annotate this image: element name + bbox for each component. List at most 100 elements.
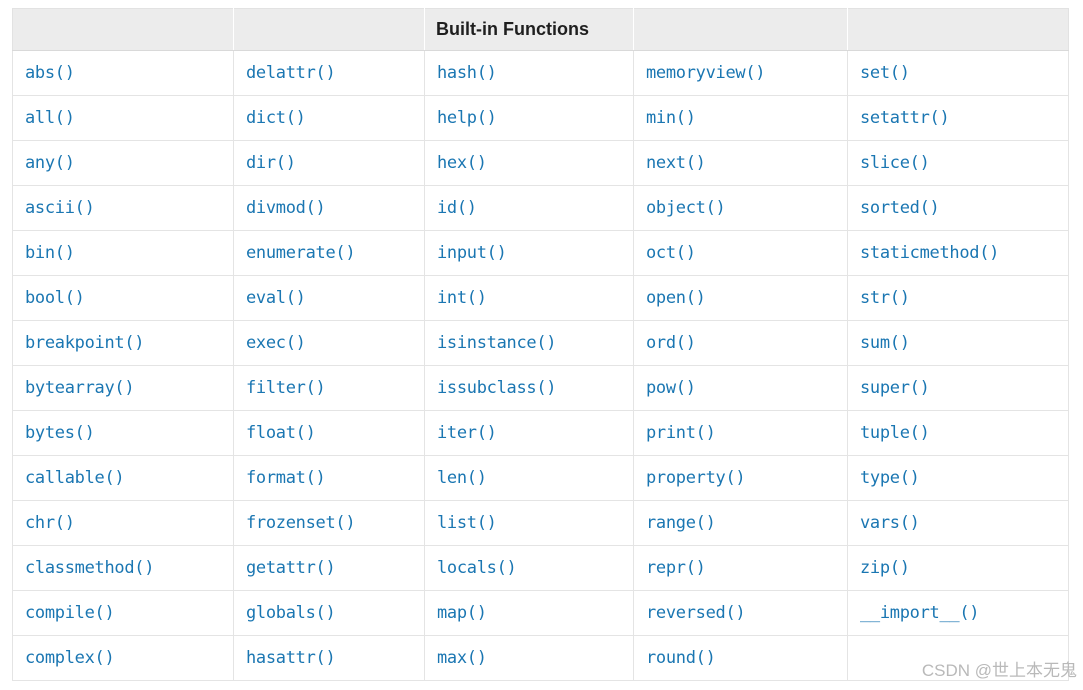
- function-link[interactable]: float(): [246, 423, 316, 443]
- table-cell: ord(): [633, 320, 848, 366]
- function-link[interactable]: set(): [860, 63, 910, 83]
- function-link[interactable]: repr(): [646, 558, 706, 578]
- function-link[interactable]: getattr(): [246, 558, 336, 578]
- table-cell: float(): [233, 410, 425, 456]
- function-link[interactable]: iter(): [437, 423, 497, 443]
- function-link[interactable]: bin(): [25, 243, 75, 263]
- function-link[interactable]: next(): [646, 153, 706, 173]
- function-link[interactable]: callable(): [25, 468, 125, 488]
- function-link[interactable]: enumerate(): [246, 243, 356, 263]
- function-link[interactable]: object(): [646, 198, 726, 218]
- table-cell: hex(): [424, 140, 634, 186]
- function-link[interactable]: complex(): [25, 648, 115, 668]
- function-link[interactable]: type(): [860, 468, 920, 488]
- function-link[interactable]: all(): [25, 108, 75, 128]
- function-link[interactable]: bytes(): [25, 423, 95, 443]
- function-link[interactable]: slice(): [860, 153, 930, 173]
- function-link[interactable]: int(): [437, 288, 487, 308]
- function-link[interactable]: print(): [646, 423, 716, 443]
- function-link[interactable]: tuple(): [860, 423, 930, 443]
- function-link[interactable]: setattr(): [860, 108, 950, 128]
- function-link[interactable]: vars(): [860, 513, 920, 533]
- table-cell: enumerate(): [233, 230, 425, 276]
- table-cell: max(): [424, 635, 634, 681]
- function-link[interactable]: hasattr(): [246, 648, 336, 668]
- function-link[interactable]: classmethod(): [25, 558, 155, 578]
- table-cell: sum(): [847, 320, 1069, 366]
- table-cell: dict(): [233, 95, 425, 141]
- table-cell: id(): [424, 185, 634, 231]
- function-link[interactable]: oct(): [646, 243, 696, 263]
- function-link[interactable]: memoryview(): [646, 63, 766, 83]
- function-link[interactable]: id(): [437, 198, 477, 218]
- function-link[interactable]: round(): [646, 648, 716, 668]
- function-link[interactable]: zip(): [860, 558, 910, 578]
- table-cell: setattr(): [847, 95, 1069, 141]
- function-link[interactable]: compile(): [25, 603, 115, 623]
- table-cell: issubclass(): [424, 365, 634, 411]
- function-link[interactable]: isinstance(): [437, 333, 557, 353]
- table-cell: callable(): [12, 455, 234, 501]
- function-link[interactable]: bytearray(): [25, 378, 135, 398]
- function-link[interactable]: format(): [246, 468, 326, 488]
- function-link[interactable]: min(): [646, 108, 696, 128]
- function-link[interactable]: dir(): [246, 153, 296, 173]
- table-row: any() dir() hex() next() slice(): [12, 140, 1069, 186]
- function-link[interactable]: max(): [437, 648, 487, 668]
- function-link[interactable]: chr(): [25, 513, 75, 533]
- function-link[interactable]: list(): [437, 513, 497, 533]
- table-cell: bool(): [12, 275, 234, 321]
- function-link[interactable]: delattr(): [246, 63, 336, 83]
- table-row: chr() frozenset() list() range() vars(): [12, 500, 1069, 546]
- function-link[interactable]: locals(): [437, 558, 517, 578]
- function-link[interactable]: sum(): [860, 333, 910, 353]
- function-link[interactable]: range(): [646, 513, 716, 533]
- table-row: bool() eval() int() open() str(): [12, 275, 1069, 321]
- function-link[interactable]: open(): [646, 288, 706, 308]
- table-row: all() dict() help() min() setattr(): [12, 95, 1069, 141]
- table-header-cell-2: [233, 8, 425, 51]
- function-link[interactable]: __import__(): [860, 603, 980, 623]
- function-link[interactable]: divmod(): [246, 198, 326, 218]
- table-cell: slice(): [847, 140, 1069, 186]
- function-link[interactable]: property(): [646, 468, 746, 488]
- function-link[interactable]: hex(): [437, 153, 487, 173]
- function-link[interactable]: bool(): [25, 288, 85, 308]
- function-link[interactable]: len(): [437, 468, 487, 488]
- table-cell: bytes(): [12, 410, 234, 456]
- function-link[interactable]: exec(): [246, 333, 306, 353]
- function-link[interactable]: breakpoint(): [25, 333, 145, 353]
- function-link[interactable]: map(): [437, 603, 487, 623]
- function-link[interactable]: issubclass(): [437, 378, 557, 398]
- function-link[interactable]: pow(): [646, 378, 696, 398]
- table-cell: ascii(): [12, 185, 234, 231]
- table-cell: str(): [847, 275, 1069, 321]
- function-link[interactable]: abs(): [25, 63, 75, 83]
- table-cell: compile(): [12, 590, 234, 636]
- function-link[interactable]: eval(): [246, 288, 306, 308]
- table-cell: pow(): [633, 365, 848, 411]
- table-cell: isinstance(): [424, 320, 634, 366]
- table-cell: input(): [424, 230, 634, 276]
- function-link[interactable]: super(): [860, 378, 930, 398]
- table-cell: min(): [633, 95, 848, 141]
- function-link[interactable]: ord(): [646, 333, 696, 353]
- function-link[interactable]: filter(): [246, 378, 326, 398]
- function-link[interactable]: hash(): [437, 63, 497, 83]
- function-link[interactable]: dict(): [246, 108, 306, 128]
- function-link[interactable]: any(): [25, 153, 75, 173]
- function-link[interactable]: staticmethod(): [860, 243, 1000, 263]
- function-link[interactable]: ascii(): [25, 198, 95, 218]
- table-cell: oct(): [633, 230, 848, 276]
- function-link[interactable]: frozenset(): [246, 513, 356, 533]
- function-link[interactable]: str(): [860, 288, 910, 308]
- function-link[interactable]: help(): [437, 108, 497, 128]
- function-link[interactable]: input(): [437, 243, 507, 263]
- table-cell: eval(): [233, 275, 425, 321]
- function-link[interactable]: sorted(): [860, 198, 940, 218]
- table-cell: globals(): [233, 590, 425, 636]
- function-link[interactable]: reversed(): [646, 603, 746, 623]
- table-body: abs() delattr() hash() memoryview() set() all…: [12, 50, 1069, 681]
- function-link[interactable]: globals(): [246, 603, 336, 623]
